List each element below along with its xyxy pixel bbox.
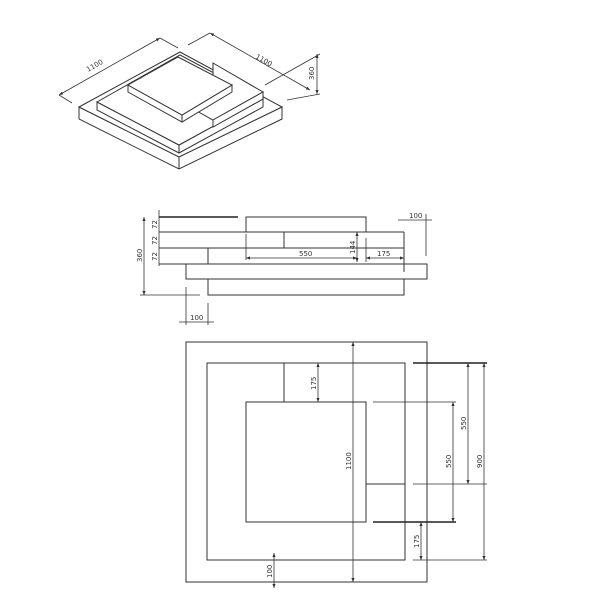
plan-outer-size-label: 1100 bbox=[345, 452, 353, 470]
elev-top-width-label: 550 bbox=[299, 250, 312, 258]
elev-layer-2-label: 72 bbox=[151, 236, 159, 245]
elev-layer-1-label: 72 bbox=[151, 220, 159, 229]
bottom-slab bbox=[207, 278, 405, 296]
iso-width-right-label: 1100 bbox=[254, 53, 273, 69]
plan-offset-top-label: 175 bbox=[310, 377, 318, 390]
middle-square bbox=[206, 362, 406, 561]
plan-inner-size-label: 550 bbox=[445, 455, 453, 468]
elev-total-height-label: 360 bbox=[136, 249, 144, 262]
step-block-side bbox=[212, 91, 264, 128]
plan-middle-size-label: 900 bbox=[476, 455, 484, 468]
plan-view: 175 1100 550 550 900 175 100 bbox=[185, 341, 487, 588]
elev-step-height-label: 144 bbox=[349, 240, 357, 254]
elev-overhang-right-label: 100 bbox=[409, 212, 422, 220]
plan-border-label: 100 bbox=[266, 565, 274, 578]
outer-square bbox=[185, 341, 428, 583]
isometric-view: 1100 1100 360 bbox=[58, 32, 321, 170]
elevation-view: 360 72 72 72 144 550 175 100 100 bbox=[136, 210, 432, 325]
wide-slab bbox=[185, 263, 428, 280]
elev-overhang-left-label: 100 bbox=[190, 314, 203, 322]
inner-square bbox=[245, 401, 367, 523]
elev-layer-3-label: 72 bbox=[151, 252, 159, 261]
plan-offset-bottom-label: 175 bbox=[413, 535, 421, 548]
plan-step-size-label: 550 bbox=[460, 417, 468, 430]
top-block bbox=[245, 216, 367, 233]
iso-width-left-label: 1100 bbox=[85, 58, 104, 74]
iso-height-label: 360 bbox=[308, 67, 316, 80]
elev-offset-right-label: 175 bbox=[377, 250, 390, 258]
